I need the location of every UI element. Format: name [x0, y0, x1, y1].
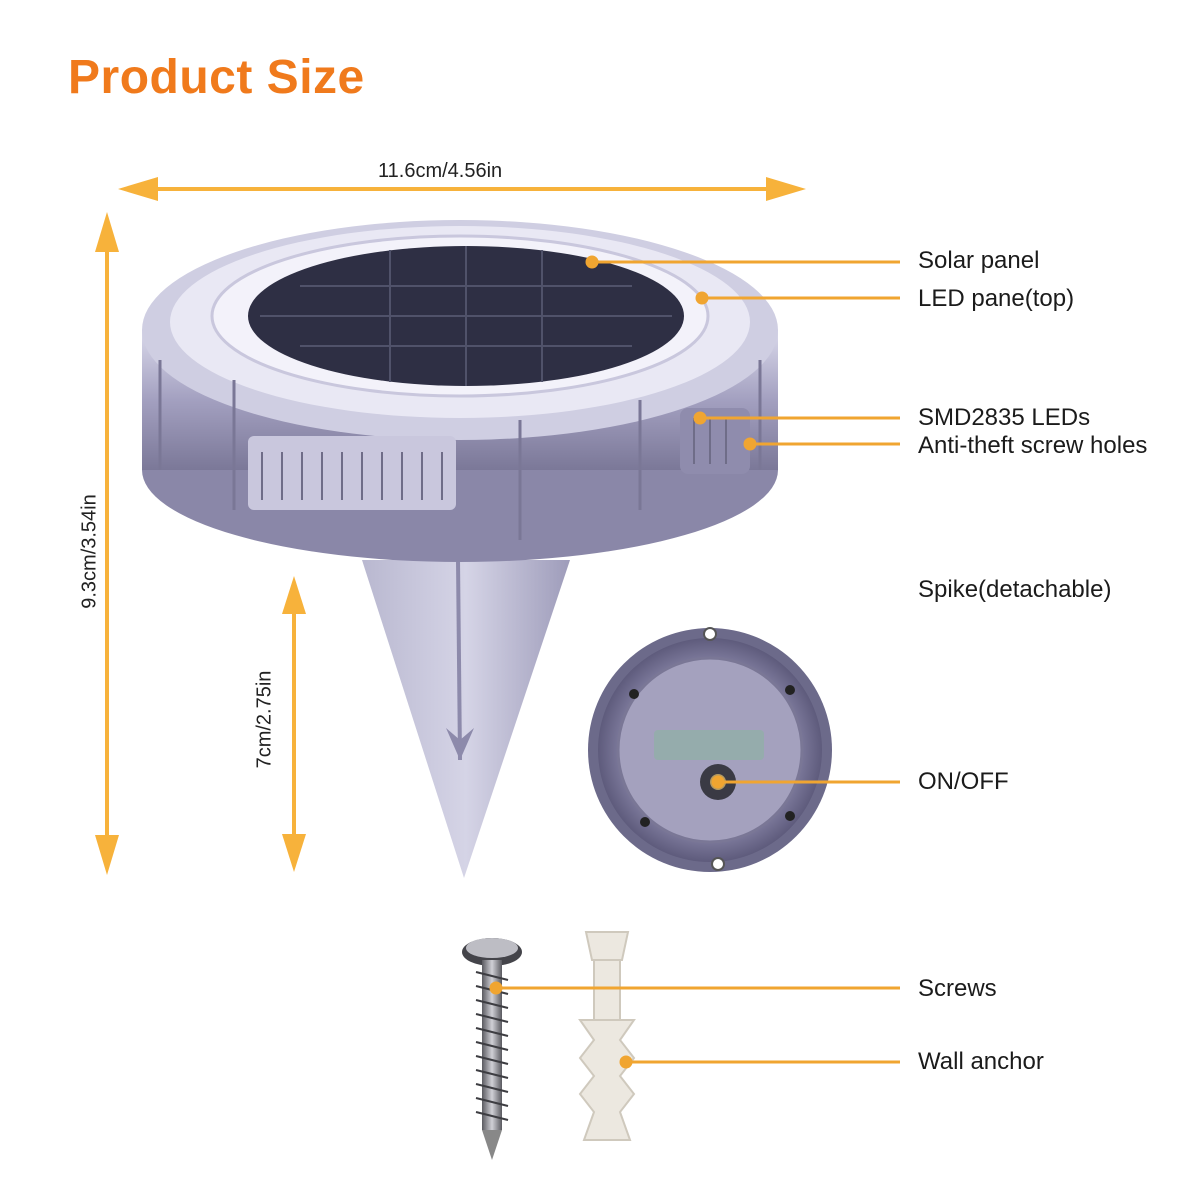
callout-solar-panel: Solar panel: [918, 247, 1040, 274]
page-title: Product Size: [68, 51, 365, 104]
callout-screw-holes: Anti-theft screw holes: [918, 432, 1148, 459]
callout-leader-lines: [489, 255, 900, 1069]
width-dimension-label: 11.6cm/4.56in: [378, 160, 503, 182]
spike-image: [362, 559, 570, 878]
callout-on-off: ON/OFF: [918, 768, 1009, 795]
wall-anchor-image: [578, 931, 636, 1141]
spike-dimension-arrow: [282, 576, 306, 872]
callout-wall-anchor: Wall anchor: [918, 1048, 1044, 1075]
callout-screws: Screws: [918, 975, 997, 1002]
spike-dimension-label: 7cm/2.75in: [253, 670, 276, 769]
height-dimension-arrow: [95, 212, 119, 875]
screw-image: [462, 938, 522, 1160]
callout-smd-leds: SMD2835 LEDs: [918, 404, 1091, 431]
callout-led-pane: LED pane(top): [918, 285, 1075, 312]
light-bottom-view-image: [588, 627, 832, 872]
solar-disk-light-image: [142, 220, 778, 562]
height-dimension-label: 9.3cm/3.54in: [78, 494, 101, 609]
width-dimension-arrow: [118, 177, 806, 201]
callout-spike: Spike(detachable): [918, 576, 1112, 603]
